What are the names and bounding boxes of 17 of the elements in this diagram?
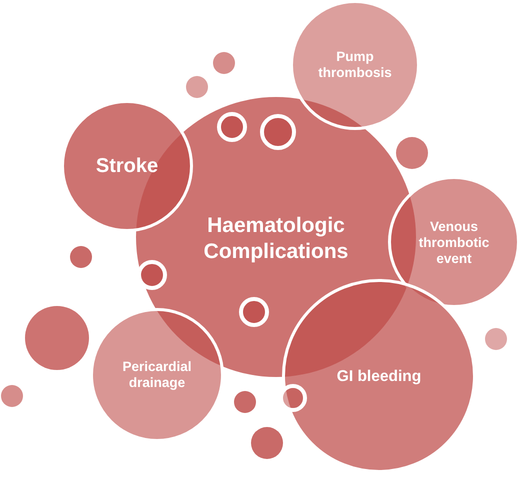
small-bubble [1,385,23,407]
small-bubble [239,297,269,327]
small-bubble [396,137,428,169]
small-bubble [251,427,283,459]
bubble-label: Pump thrombosis [317,48,393,82]
bubble-label: Haematologic Complications [202,213,350,264]
small-bubble [217,112,247,142]
small-bubble [70,246,92,268]
bubble-label: GI bleeding [336,368,422,387]
bubble-label: Pericardial drainage [121,358,193,392]
small-bubble [186,76,208,98]
small-bubble [260,114,296,150]
small-bubble [213,52,235,74]
bubble-label: Stroke [96,154,158,178]
small-bubble [485,328,507,350]
small-bubble [234,391,256,413]
bubble-label: Venous thrombotic event [418,218,490,268]
